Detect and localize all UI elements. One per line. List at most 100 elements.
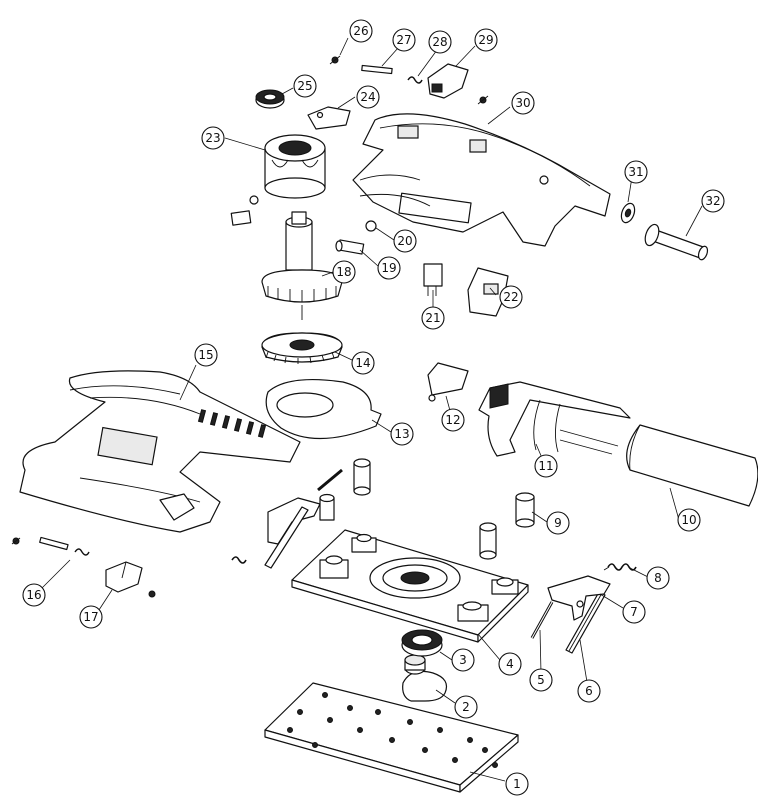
callout-31-label: 31 xyxy=(628,165,643,179)
callout-7-label: 7 xyxy=(630,605,638,619)
callout-17: 17 xyxy=(79,605,103,629)
callout-6-label: 6 xyxy=(585,684,593,698)
callout-4: 4 xyxy=(498,652,522,676)
callout-5-label: 5 xyxy=(537,673,545,687)
callout-7: 7 xyxy=(622,600,646,624)
part-9-sleeve xyxy=(515,492,535,528)
callout-25-label: 25 xyxy=(297,79,312,93)
part-4-base-plate xyxy=(291,529,529,643)
callout-21-label: 21 xyxy=(425,311,440,325)
callout-22: 22 xyxy=(499,285,523,309)
part-8-spring xyxy=(603,563,637,571)
part-12-switch-cap xyxy=(427,362,469,402)
part-23-stator xyxy=(264,134,326,199)
callout-17-label: 17 xyxy=(83,610,98,624)
callout-12-label: 12 xyxy=(445,413,460,427)
callout-22-label: 22 xyxy=(503,290,518,304)
part-1-sanding-pad xyxy=(264,682,519,793)
callout-31: 31 xyxy=(624,160,648,184)
part-11-dust-adaptor xyxy=(478,381,631,457)
part-15-housing-half xyxy=(19,370,301,533)
part-3-bearing xyxy=(401,629,443,657)
callout-29: 29 xyxy=(474,28,498,52)
part-16-small-parts xyxy=(11,536,90,556)
callout-15-label: 15 xyxy=(198,348,213,362)
callout-27-label: 27 xyxy=(396,33,411,47)
callout-11-label: 11 xyxy=(538,459,553,473)
part-6-rod xyxy=(565,591,606,654)
callout-11: 11 xyxy=(534,454,558,478)
callout-18-label: 18 xyxy=(336,265,351,279)
callout-16: 16 xyxy=(22,583,46,607)
callout-3: 3 xyxy=(451,648,475,672)
callout-26-label: 26 xyxy=(353,24,368,38)
callout-23-label: 23 xyxy=(205,131,220,145)
leader-lines xyxy=(39,37,703,782)
part-24-plate xyxy=(307,106,351,130)
callout-20: 20 xyxy=(393,229,417,253)
callout-26: 26 xyxy=(349,19,373,43)
callout-13-label: 13 xyxy=(394,427,409,441)
part-7-clamp-bracket xyxy=(547,575,611,621)
part-32-side-handle xyxy=(644,223,709,261)
callout-29-label: 29 xyxy=(478,33,493,47)
callout-1-label: 1 xyxy=(513,777,521,791)
part-2-counterweight xyxy=(402,654,448,702)
part-13-fan-plate xyxy=(265,378,382,440)
callout-15: 15 xyxy=(194,343,218,367)
misc-left-parts xyxy=(230,195,259,226)
callout-16-label: 16 xyxy=(26,588,41,602)
screw-near-30 xyxy=(477,95,489,105)
callout-8-label: 8 xyxy=(654,571,662,585)
callout-9-label: 9 xyxy=(554,516,562,530)
part-27-pin xyxy=(361,64,393,75)
callout-2: 2 xyxy=(454,695,478,719)
part-28-spring xyxy=(407,76,423,84)
callout-32: 32 xyxy=(701,189,725,213)
part-30-housing-half xyxy=(352,113,611,247)
sleeve-extra xyxy=(319,458,497,560)
callout-24: 24 xyxy=(356,85,380,109)
callout-10: 10 xyxy=(677,508,701,532)
callout-24-label: 24 xyxy=(360,90,375,104)
part-26-screw xyxy=(329,55,341,65)
callout-19-label: 19 xyxy=(381,261,396,275)
callout-14: 14 xyxy=(351,351,375,375)
part-20-ball xyxy=(365,220,377,232)
part-17-switch xyxy=(105,561,156,598)
callout-6: 6 xyxy=(577,679,601,703)
callout-13: 13 xyxy=(390,422,414,446)
callout-30-label: 30 xyxy=(515,96,530,110)
callout-27: 27 xyxy=(392,28,416,52)
callout-3-label: 3 xyxy=(459,653,467,667)
part-5-pin xyxy=(530,601,554,639)
misc-center-parts xyxy=(231,468,343,569)
callout-5: 5 xyxy=(529,668,553,692)
callout-2-label: 2 xyxy=(462,700,470,714)
callout-30: 30 xyxy=(511,91,535,115)
callout-12: 12 xyxy=(441,408,465,432)
callout-25: 25 xyxy=(293,74,317,98)
part-31-nut xyxy=(620,202,636,224)
callout-9: 9 xyxy=(546,511,570,535)
callout-28-label: 28 xyxy=(432,35,447,49)
callout-19: 19 xyxy=(377,256,401,280)
callout-8: 8 xyxy=(646,566,670,590)
callout-20-label: 20 xyxy=(397,234,412,248)
part-25-gear xyxy=(255,89,285,109)
callout-23: 23 xyxy=(201,126,225,150)
callout-4-label: 4 xyxy=(506,657,514,671)
part-14-fan xyxy=(261,332,343,364)
part-21-connector xyxy=(423,263,443,296)
part-10-dust-bag xyxy=(626,424,758,507)
callout-18: 18 xyxy=(332,260,356,284)
part-29-trigger xyxy=(427,63,469,99)
callout-1: 1 xyxy=(505,772,529,796)
part-18-armature xyxy=(261,211,343,320)
callout-32-label: 32 xyxy=(705,194,720,208)
callout-21: 21 xyxy=(421,306,445,330)
callout-28: 28 xyxy=(428,30,452,54)
part-19-brush-holder xyxy=(335,239,365,255)
